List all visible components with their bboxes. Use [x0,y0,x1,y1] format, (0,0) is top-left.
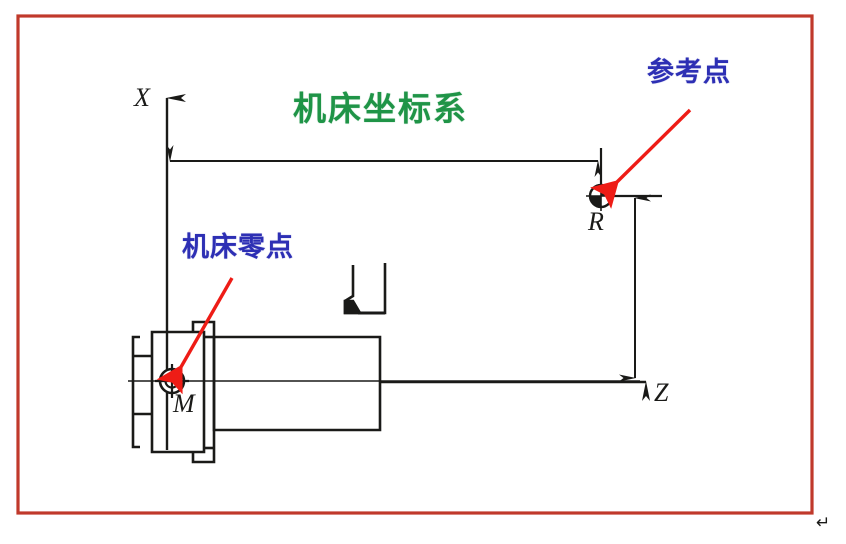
z-axis-label: Z [654,378,669,407]
tool-tip [343,299,363,315]
machine-zero-label: M [173,389,195,418]
reference-point-arrow [590,108,692,209]
chuck-bottom-step [191,448,216,464]
machine-zero-arrow [156,277,234,395]
page-title: 机床坐标系 [293,89,468,128]
paragraph-mark-icon: ↵ [816,513,831,533]
headstock-left-bracket [131,335,140,449]
chuck-top-step [191,320,216,337]
cutting-tool [343,263,387,315]
callout-reference-point: 参考点 [647,57,731,88]
workpiece [212,335,382,432]
horizontal-dimension [166,145,603,186]
reference-point-label: R [588,207,604,236]
headstock-body [150,330,206,454]
callout-machine-zero: 机床零点 [182,232,294,263]
page-border [16,14,814,515]
x-axis-label: X [134,83,150,112]
vertical-dimension [601,194,662,382]
machine-drawing [128,320,640,464]
